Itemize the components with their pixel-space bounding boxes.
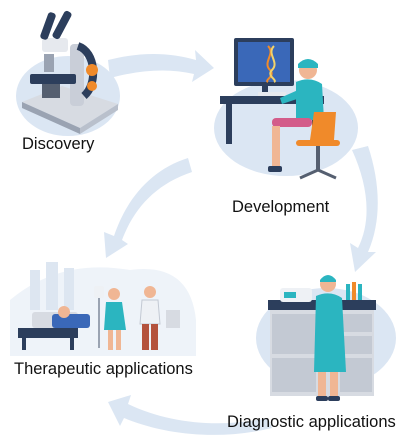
arrow-therapeutic-to-discovery bbox=[104, 158, 192, 258]
stage-label-discovery: Discovery bbox=[22, 135, 95, 153]
arrow-development-to-diagnostic bbox=[350, 146, 378, 272]
stage-label-diagnostic: Diagnostic applications bbox=[227, 413, 396, 431]
researcher-at-computer-icon bbox=[214, 38, 358, 180]
cycle-arrows bbox=[104, 50, 378, 435]
microscope-icon bbox=[16, 10, 120, 136]
stage-label-development: Development bbox=[232, 198, 330, 216]
stage-label-therapeutic: Therapeutic applications bbox=[14, 360, 193, 378]
hospital-ward-icon bbox=[10, 262, 196, 356]
lab-technician-icon bbox=[256, 275, 396, 401]
arrow-diagnostic-to-therapeutic bbox=[108, 395, 272, 435]
arrow-discovery-to-development bbox=[108, 50, 214, 82]
